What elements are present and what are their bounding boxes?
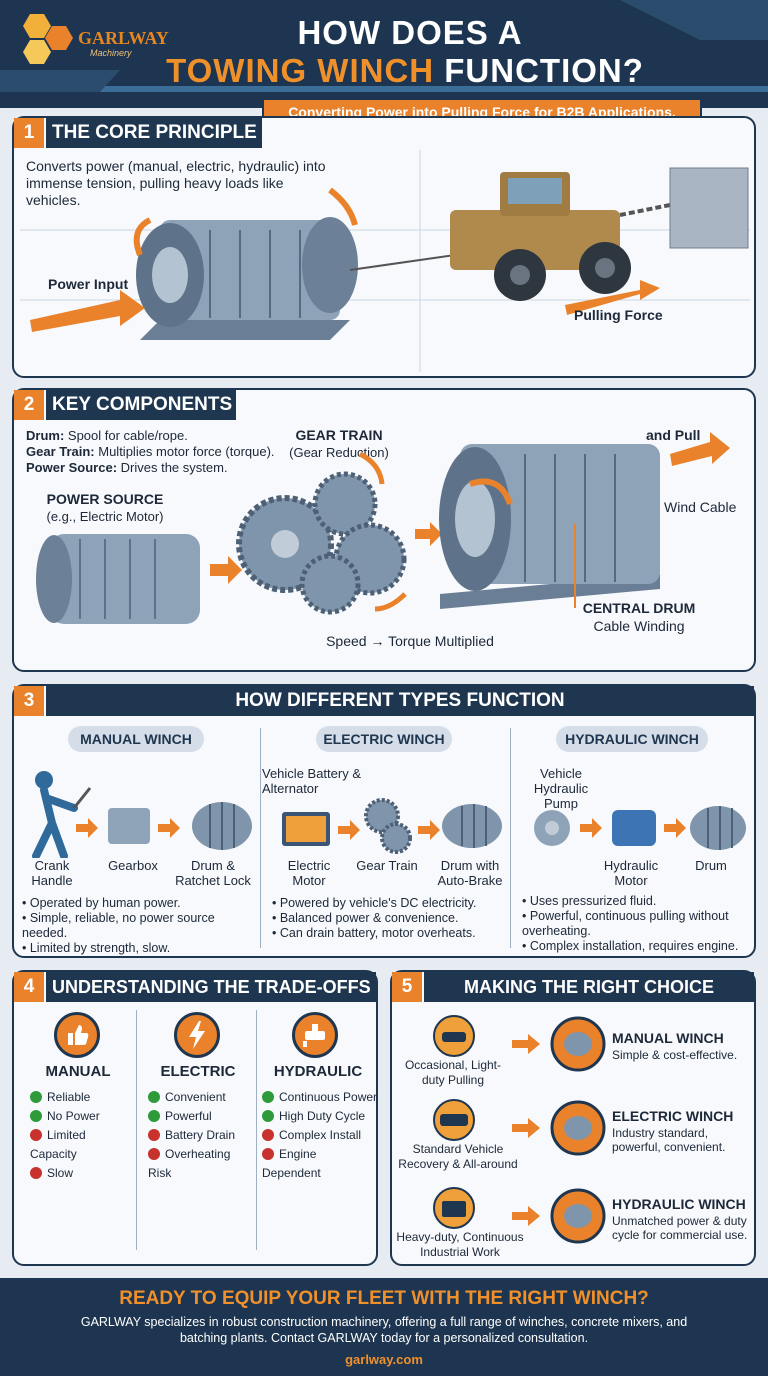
electric-bullets: • Powered by vehicle's DC electricity.• … [272, 896, 477, 940]
manual-winch-flow [32, 771, 252, 858]
tradeoff-hydraulic-title: HYDRAULIC [273, 1063, 363, 1080]
manual-crank-label: Crank Handle [31, 858, 73, 888]
lightning-icon [174, 1012, 220, 1058]
choice-use-1: Occasional, Light-duty Pulling [404, 1058, 502, 1087]
section-4-title: UNDERSTANDING THE TRADE-OFFS [46, 972, 376, 1002]
hydraulic-pump-label: Vehicle Hydraulic Pump [533, 766, 589, 811]
brand-logo[interactable] [10, 8, 158, 68]
power-source-title: POWER SOURCE [46, 491, 164, 507]
page-title-line1: HOW DOES A [297, 14, 523, 51]
thumb-up-icon [148, 1110, 160, 1122]
choice-name-2: ELECTRIC WINCH [612, 1108, 734, 1124]
choice-name-1: MANUAL WINCH [612, 1030, 724, 1046]
thumb-up-icon [262, 1110, 274, 1122]
pulling-force-label: Pulling Force [574, 307, 663, 323]
choice-desc-2: Industry standard, powerful, convenient. [612, 1126, 726, 1154]
thumb-down-icon [262, 1129, 274, 1141]
core-principle-text: Converts power (manual, electric, hydrau… [26, 158, 326, 208]
title-accent: TOWING WINCH [166, 52, 435, 89]
footer [0, 1278, 768, 1376]
section-3-title: HOW DIFFERENT TYPES FUNCTION [46, 686, 754, 716]
thumb-down-icon [30, 1129, 42, 1141]
electric-drum-label: Drum with Auto-Brake [437, 858, 503, 888]
manual-drum-label: Drum & Ratchet Lock [175, 858, 251, 888]
section-3-number: 3 [14, 686, 44, 716]
central-drum-sub: Cable Winding [593, 618, 685, 634]
section-5-number: 5 [392, 972, 422, 1002]
thumbs-up-icon [54, 1012, 100, 1058]
hydraulic-drum-label: Drum [695, 858, 727, 873]
gear-key: Gear Train: [26, 444, 95, 459]
electric-winch-flow [282, 798, 502, 854]
wind-cable-label: Wind Cable [664, 499, 737, 515]
choice-use-2: Standard Vehicle Recovery & All-around [398, 1142, 518, 1171]
component-list: Drum: Spool for cable/rope. Gear Train: … [26, 428, 326, 476]
footer-body: GARLWAY specializes in robust constructi… [80, 1315, 688, 1345]
electric-motor-label: Electric Motor [287, 858, 331, 888]
thumb-down-icon [262, 1148, 274, 1160]
thumb-down-icon [30, 1167, 42, 1179]
tradeoff-hydraulic-list: Continuous Power High Duty Cycle Complex… [262, 1090, 378, 1180]
electric-winch-pill: ELECTRIC WINCH [316, 726, 452, 752]
tradeoff-manual-list: Reliable No Power Limited Capacity Slow [30, 1090, 100, 1180]
brand-name: GARLWAY [78, 28, 169, 48]
power-key: Power Source: [26, 460, 118, 475]
section-2-number: 2 [14, 390, 44, 420]
thumb-up-icon [30, 1110, 42, 1122]
winch-towing-illustration [20, 150, 750, 372]
manual-bullets: • Operated by human power.• Simple, reli… [22, 896, 215, 955]
footer-title: READY TO EQUIP YOUR FLEET WITH THE RIGHT… [119, 1288, 649, 1309]
choice-flow-graphic [433, 1015, 606, 1244]
thumb-up-icon [30, 1091, 42, 1103]
header-decoration [0, 0, 768, 92]
section-1-number: 1 [14, 118, 44, 148]
thumb-up-icon [148, 1091, 160, 1103]
section-1-title: THE CORE PRINCIPLE [46, 118, 262, 148]
header-banner [0, 0, 768, 108]
gear-train-title: GEAR TRAIN [295, 427, 383, 443]
power-value: Drives the system. [117, 460, 228, 475]
thumb-down-icon [148, 1148, 160, 1160]
hydraulic-icon [292, 1012, 338, 1058]
hexagon-logo-icon [23, 14, 73, 64]
page-title-line2: TOWING WINCH FUNCTION? [140, 52, 670, 90]
hydraulic-motor-label: Hydraulic Motor [603, 858, 659, 888]
central-drum-title: CENTRAL DRUM [582, 600, 696, 616]
choice-desc-1: Simple & cost-effective. [612, 1048, 738, 1062]
section-2-title: KEY COMPONENTS [46, 390, 236, 420]
power-input-label: Power Input [48, 276, 129, 292]
drum-key: Drum: [26, 428, 65, 443]
gear-value: Multiplies motor force (torque). [94, 444, 275, 459]
hydraulic-winch-flow [534, 806, 746, 850]
power-source-sub: (e.g., Electric Motor) [46, 509, 164, 524]
thumb-up-icon [262, 1091, 274, 1103]
manual-gearbox-label: Gearbox [108, 858, 158, 873]
tradeoff-electric-list: Convenient Powerful Battery Drain Overhe… [148, 1090, 236, 1180]
tradeoff-manual-title: MANUAL [45, 1063, 111, 1080]
footer-link[interactable]: garlway.com [345, 1352, 423, 1367]
tradeoff-electric-title: ELECTRIC [160, 1063, 236, 1080]
and-pull-label: and Pull [646, 427, 701, 443]
thumb-down-icon [148, 1129, 160, 1141]
choice-desc-3: Unmatched power & duty cycle for commerc… [612, 1214, 748, 1242]
electric-gear-label: Gear Train [356, 858, 418, 873]
title-rest: FUNCTION? [434, 52, 644, 89]
speed-torque-label: Speed → Torque Multiplied [326, 633, 494, 649]
brand-tagline: Machinery [90, 48, 132, 58]
choice-use-3: Heavy-duty, Continuous Industrial Work [396, 1230, 524, 1259]
section-4-number: 4 [14, 972, 44, 1002]
components-illustration [36, 432, 730, 624]
electric-battery-label: Vehicle Battery & Alternator [262, 766, 361, 796]
choice-name-3: HYDRAULIC WINCH [612, 1196, 746, 1212]
hydraulic-bullets: • Uses pressurized fluid.• Powerful, con… [522, 894, 739, 953]
manual-winch-pill: MANUAL WINCH [68, 726, 204, 752]
hydraulic-winch-pill: HYDRAULIC WINCH [556, 726, 708, 752]
section-5-title: MAKING THE RIGHT CHOICE [424, 972, 754, 1002]
drum-value: Spool for cable/rope. [64, 428, 188, 443]
